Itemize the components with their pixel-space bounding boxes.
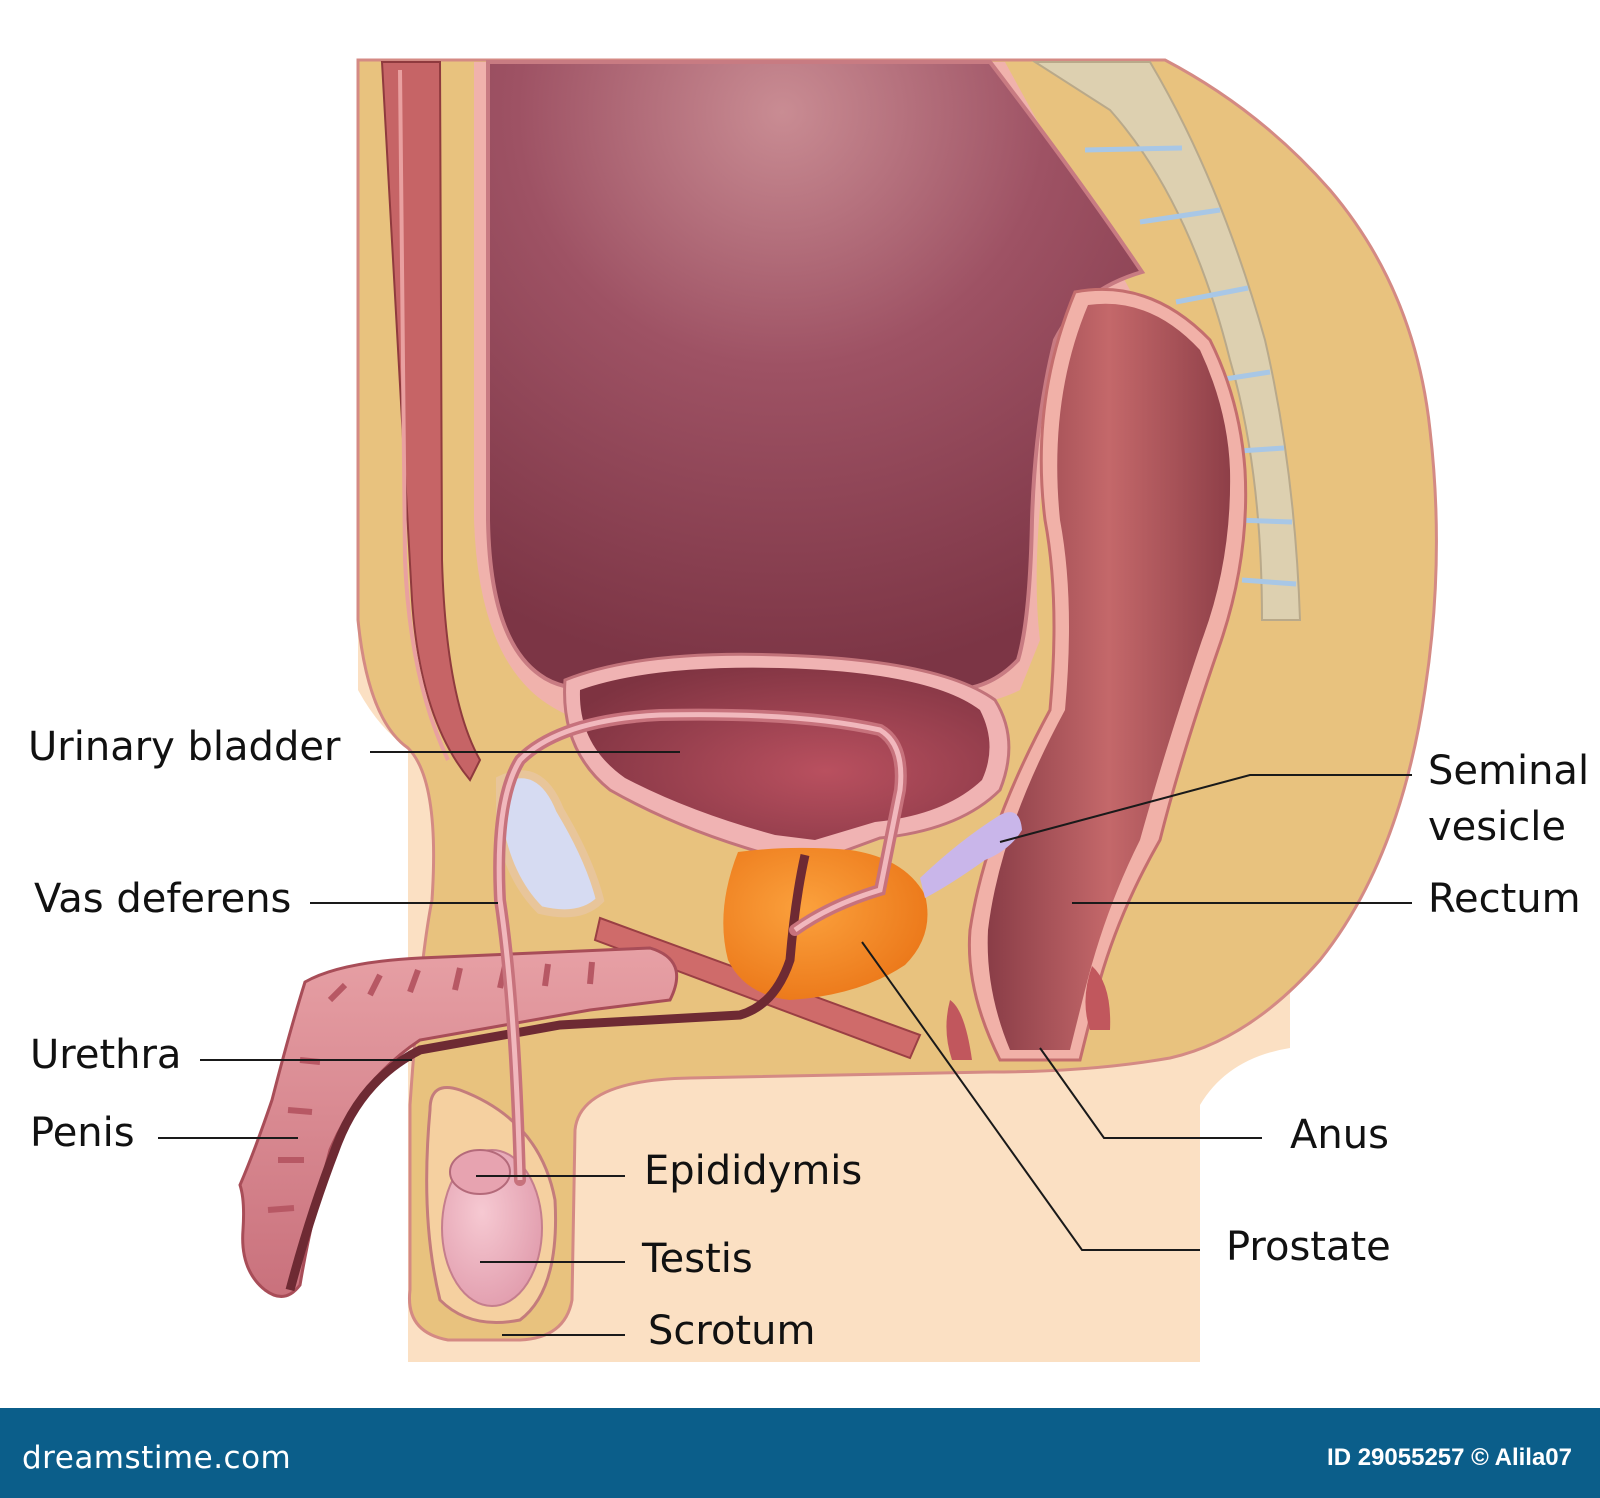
abdominal-muscle	[380, 61, 482, 782]
label-testis: Testis	[641, 1236, 753, 1282]
penis-body	[238, 946, 679, 1298]
label-prostate: Prostate	[1226, 1224, 1391, 1270]
seminal-vesicle	[920, 812, 1022, 898]
label-urinary-bladder: Urinary bladder	[28, 724, 341, 770]
label-scrotum: Scrotum	[648, 1308, 815, 1354]
epididymis	[449, 1149, 511, 1195]
muscle-highlight	[398, 69, 450, 761]
footer-credit: ID 29055257 © Alila07	[1327, 1444, 1572, 1471]
label-urethra: Urethra	[30, 1032, 181, 1078]
leader-anus	[1039, 1047, 1262, 1139]
label-penis: Penis	[30, 1110, 135, 1156]
sphincter-left	[946, 1000, 972, 1060]
label-seminal-vesicle-line1: Seminal	[1428, 748, 1589, 794]
label-anus: Anus	[1290, 1112, 1389, 1158]
footer-logo[interactable]: dreamstime.com	[22, 1440, 292, 1476]
intestines	[486, 60, 1146, 692]
label-seminal-vesicle-line2: vesicle	[1428, 804, 1566, 850]
pubic-bone	[496, 770, 605, 918]
rectum-lumen	[987, 303, 1231, 1050]
label-vas-deferens: Vas deferens	[34, 876, 291, 922]
vas-deferens-lumen	[496, 712, 904, 1181]
leader-prostate	[861, 941, 1200, 1251]
sphincter-right	[1085, 966, 1111, 1030]
footer-bar: dreamstime.com ID 29055257 © Alila07	[0, 1408, 1600, 1498]
leader-seminal-vesicle	[999, 774, 1412, 843]
leader-lines	[158, 751, 1412, 1336]
label-rectum: Rectum	[1428, 876, 1581, 922]
label-epididymis: Epididymis	[644, 1148, 862, 1194]
